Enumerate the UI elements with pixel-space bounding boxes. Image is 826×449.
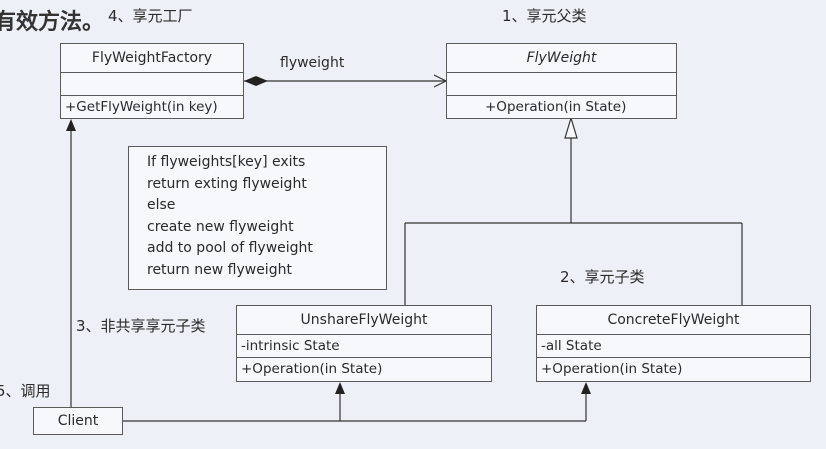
client-class-box[interactable]: Client (33, 407, 123, 435)
factory-label: 4、享元工厂 (108, 7, 193, 25)
flyweight-class-operation: +Operation(in State) (485, 99, 627, 115)
unshare-class-name: UnshareFlyWeight (237, 306, 491, 335)
composition-diamond-icon (244, 76, 268, 86)
flyweight-class-box[interactable]: FlyWeight +Operation(in State) (446, 43, 677, 119)
inheritance-lines (404, 115, 743, 305)
unshare-class-operation: +Operation(in State) (241, 361, 383, 377)
unshared-label: 3、非共享享元子类 (76, 317, 206, 335)
arrow-up-icon (66, 119, 76, 131)
factory-class-attributes (61, 73, 243, 96)
arrow-up-icon (581, 382, 591, 394)
concrete-class-attributes: -all State (537, 335, 810, 358)
client-subclass-dependency (123, 382, 591, 422)
flyweight-class-attributes (447, 73, 676, 96)
note-line: create new flyweight (147, 218, 294, 235)
unshare-class-attributes: -intrinsic State (237, 335, 491, 358)
note-line: add to pool of flyweight (147, 240, 313, 256)
association-line (244, 74, 448, 88)
note-line: else (147, 197, 176, 213)
parent-label: 1、享元父类 (502, 7, 587, 25)
note-line: If flyweights[key] exits (147, 154, 306, 170)
flyweight-class-name: FlyWeight (447, 44, 676, 73)
heading-fragment: 有效方法。 (0, 10, 105, 35)
subclass-label: 2、享元子类 (560, 268, 645, 286)
factory-class-box[interactable]: FlyWeightFactory +GetFlyWeight(in key) (60, 43, 244, 119)
concrete-class-box[interactable]: ConcreteFlyWeight -all State +Operation(… (536, 305, 811, 382)
inheritance-triangle-icon (564, 115, 578, 139)
client-class-name: Client (57, 413, 99, 429)
factory-class-operation: +GetFlyWeight(in key) (65, 99, 218, 115)
factory-note: If flyweights[key] exits return exting f… (128, 146, 387, 290)
client-factory-dependency (66, 119, 76, 407)
note-line: return exting flyweight (147, 175, 307, 192)
unshare-class-box[interactable]: UnshareFlyWeight -intrinsic State +Opera… (236, 305, 492, 382)
factory-class-name: FlyWeightFactory (61, 44, 243, 73)
concrete-class-operation: +Operation(in State) (541, 361, 683, 377)
call-label: 5、调用 (0, 382, 51, 400)
arrow-up-icon (335, 382, 345, 394)
note-line: return new flyweight (147, 261, 292, 278)
concrete-class-name: ConcreteFlyWeight (537, 306, 810, 335)
association-label: flyweight (280, 55, 345, 71)
